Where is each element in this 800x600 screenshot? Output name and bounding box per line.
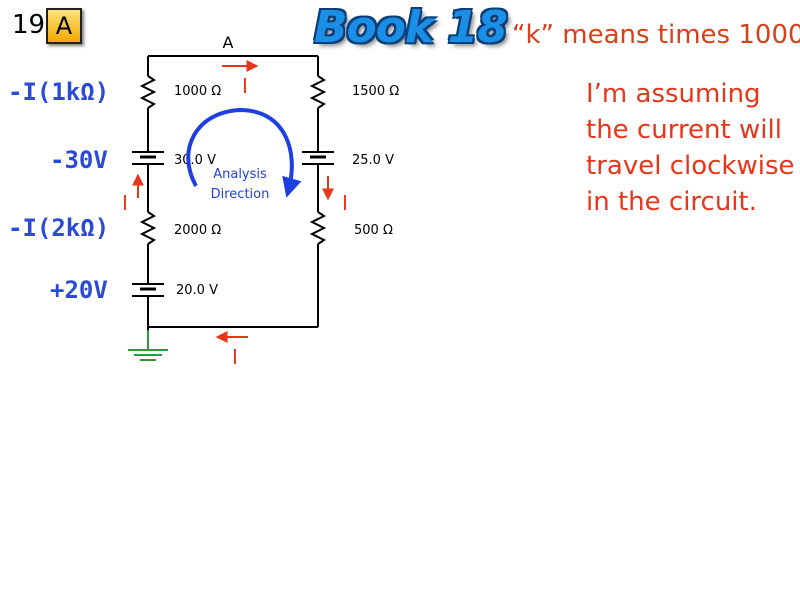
battery-25v bbox=[302, 151, 334, 165]
battery-30v-label: 30.0 V bbox=[174, 153, 216, 168]
answer-badge: A bbox=[46, 8, 82, 44]
current-label-bottom: I bbox=[232, 345, 238, 369]
node-label-a: A bbox=[223, 33, 234, 52]
battery-25v-label: 25.0 V bbox=[352, 153, 394, 168]
k-note: “k” means times 1000 bbox=[512, 20, 800, 50]
analysis-direction-arrow bbox=[186, 107, 302, 198]
equation-term-resistor-1k: -I(1kΩ) bbox=[8, 78, 110, 106]
resistor-2000-ohm bbox=[139, 211, 157, 245]
current-label-right: I bbox=[342, 191, 348, 215]
analysis-direction-label-line-1: Analysis bbox=[213, 167, 267, 182]
analysis-direction-label-line-2: Direction bbox=[211, 187, 270, 202]
current-label-left: I bbox=[122, 191, 128, 215]
equation-term-battery-30v: -30V bbox=[50, 146, 108, 174]
battery-20v-label: 20.0 V bbox=[176, 283, 218, 298]
equation-term-resistor-2k: -I(2kΩ) bbox=[8, 214, 110, 242]
resistor-1500-ohm-label: 1500 Ω bbox=[352, 84, 399, 99]
resistor-1500-ohm bbox=[309, 75, 327, 109]
slide-number: 19 bbox=[12, 10, 46, 40]
equation-term-battery-20v: +20V bbox=[50, 276, 108, 304]
circuit-wires bbox=[147, 55, 319, 350]
resistor-500-ohm bbox=[309, 211, 327, 245]
battery-30v bbox=[132, 151, 164, 165]
resistor-1000-ohm bbox=[139, 75, 157, 109]
resistor-1000-ohm-label: 1000 Ω bbox=[174, 84, 221, 99]
resistor-2000-ohm-label: 2000 Ω bbox=[174, 223, 221, 238]
current-label-top: I bbox=[242, 74, 248, 98]
ground-symbol bbox=[128, 330, 168, 361]
battery-20v bbox=[132, 283, 164, 297]
assumption-note: I’m assuming the current will travel clo… bbox=[586, 79, 795, 217]
book-title: Book 18 bbox=[314, 2, 508, 53]
resistor-500-ohm-label: 500 Ω bbox=[354, 223, 393, 238]
